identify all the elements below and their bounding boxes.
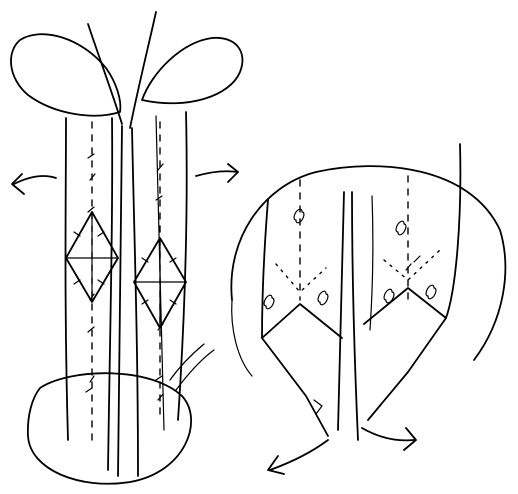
right-arrow-head	[228, 164, 238, 182]
left-v-dashed	[276, 264, 326, 292]
left-arrow	[14, 176, 56, 184]
right-v	[364, 288, 446, 324]
body-outer-left	[66, 118, 69, 440]
bottom-right-arrow-head	[404, 428, 416, 450]
right-figure	[231, 144, 505, 474]
right-v-lower	[368, 318, 446, 420]
body-inner-left	[108, 118, 112, 470]
right-line-2	[338, 192, 344, 430]
right-stem	[130, 12, 156, 128]
left-v	[262, 304, 342, 338]
body-inner-mid	[118, 126, 122, 476]
left-fold-ticks	[86, 154, 95, 392]
enclosing-arc	[231, 166, 505, 360]
body-outer-right	[178, 112, 187, 420]
left-stem	[88, 24, 122, 124]
right-diamond-marks	[142, 258, 176, 304]
right-line-4	[446, 144, 460, 318]
left-v-lower	[262, 338, 328, 436]
oval-marks	[264, 209, 436, 309]
right-diamond-cross	[134, 240, 186, 326]
right-line-5	[370, 196, 373, 330]
right-line-1	[262, 200, 268, 338]
left-top-flap	[11, 34, 120, 115]
bottom-right-arrow	[362, 428, 414, 440]
bottom-left-arrow	[270, 440, 328, 470]
right-arrow	[196, 171, 238, 176]
body-inner-right	[132, 128, 138, 476]
right-top-flap	[142, 38, 242, 103]
right-v-dashed	[384, 250, 440, 280]
right-line-3	[352, 192, 358, 440]
left-figure	[11, 12, 242, 484]
circle-leader	[170, 344, 214, 390]
enclosing-arc-low	[232, 300, 252, 376]
